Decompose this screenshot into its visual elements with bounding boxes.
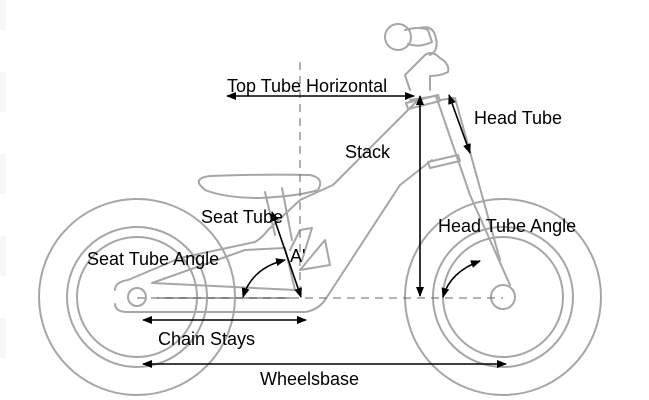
chain-stays-label: Chain Stays: [158, 329, 255, 349]
grip: [384, 23, 412, 51]
saddle: [197, 173, 322, 199]
headset-bottom: [427, 154, 461, 169]
head-tube-label: Head Tube: [474, 108, 562, 128]
seat-tube-angle-arc: [241, 258, 286, 298]
a-prime-label: A': [290, 246, 305, 266]
wheelbase-label: Wheelsbase: [260, 369, 359, 389]
seat-tube-label: Seat Tube: [201, 207, 283, 227]
front-axle: [490, 284, 516, 310]
seat-tube-arrow: [271, 211, 302, 298]
seat-tube-angle-label: Seat Tube Angle: [87, 249, 219, 269]
top-tube-horizontal-label: Top Tube Horizontal: [227, 76, 387, 96]
edge-artifacts: [0, 0, 6, 358]
headset-top: [405, 94, 441, 110]
head-tube-angle-label: Head Tube Angle: [438, 216, 576, 236]
head-tube-angle-arc: [441, 260, 481, 298]
stack-label: Stack: [345, 142, 391, 162]
head-tube-arrow: [448, 94, 471, 154]
rear-axle: [127, 287, 147, 307]
